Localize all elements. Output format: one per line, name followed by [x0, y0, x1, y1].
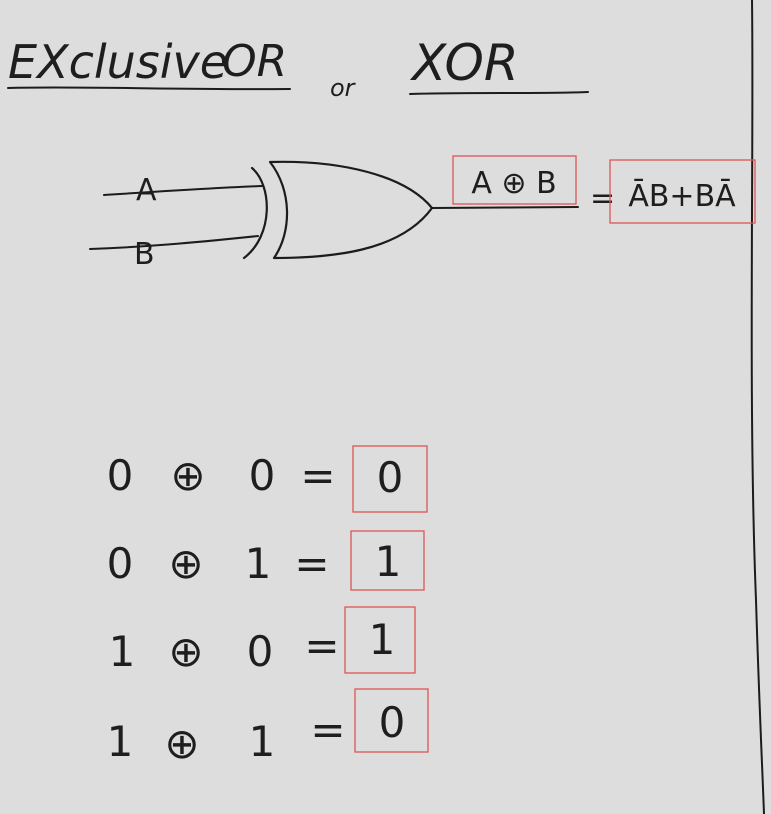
output-label-highlight-box	[452, 155, 577, 205]
result-value: 1	[369, 615, 396, 664]
result-highlight-box	[354, 688, 429, 753]
title-connector: or	[330, 74, 357, 102]
result-value: 1	[375, 537, 402, 586]
operand-b: 1	[249, 717, 276, 766]
result-highlight-box	[350, 530, 425, 591]
equation-highlight-box	[609, 159, 756, 224]
equals-sign: =	[300, 451, 335, 500]
equals-sign: =	[294, 539, 329, 588]
title-or: OR	[222, 36, 287, 87]
output-wire	[431, 206, 579, 209]
operand-a: 0	[107, 539, 134, 588]
input-a-label: A	[136, 173, 157, 208]
result-highlight-box	[352, 445, 428, 513]
xor-operator: ⊕	[168, 539, 203, 588]
xor-gate-body	[268, 160, 434, 260]
operand-b: 1	[245, 539, 272, 588]
title-underline-2	[409, 91, 589, 95]
equals-sign: =	[310, 705, 345, 754]
result-value: 0	[377, 453, 404, 502]
equation-equals: =	[590, 181, 615, 216]
xor-gate-symbol	[89, 160, 579, 260]
xor-operator: ⊕	[168, 627, 203, 676]
title-exclusive: EXclusive	[8, 35, 228, 89]
operand-a: 1	[107, 717, 134, 766]
input-a-wire	[103, 185, 263, 196]
equals-sign: =	[304, 621, 339, 670]
operand-a: 1	[109, 627, 136, 676]
truth-row-1: 0 ⊕ 0 = 0	[107, 445, 428, 513]
operand-b: 0	[249, 451, 276, 500]
output-label: A ⊕ B	[471, 166, 556, 201]
truth-row-2: 0 ⊕ 1 = 1	[107, 530, 425, 591]
operand-a: 0	[107, 451, 134, 500]
page-edge-line	[750, 0, 765, 814]
title: EXclusive OR or XOR	[7, 34, 589, 102]
equation-expression: ĀB+BĀ	[628, 178, 736, 214]
xor-operator: ⊕	[164, 719, 199, 768]
truth-table: 0 ⊕ 0 = 0 0 ⊕ 1 = 1 1 ⊕ 0 = 1 1 ⊕	[107, 445, 429, 768]
title-xor: XOR	[409, 34, 519, 92]
xor-input-curve	[242, 166, 268, 260]
xor-operator: ⊕	[170, 451, 205, 500]
input-b-label: B	[134, 237, 155, 272]
input-b-wire	[89, 235, 259, 250]
operand-b: 0	[247, 627, 274, 676]
result-highlight-box	[344, 606, 416, 674]
result-value: 0	[379, 698, 406, 747]
truth-row-3: 1 ⊕ 0 = 1	[109, 606, 416, 676]
title-underline-1	[7, 86, 291, 91]
truth-row-4: 1 ⊕ 1 = 0	[107, 688, 429, 768]
